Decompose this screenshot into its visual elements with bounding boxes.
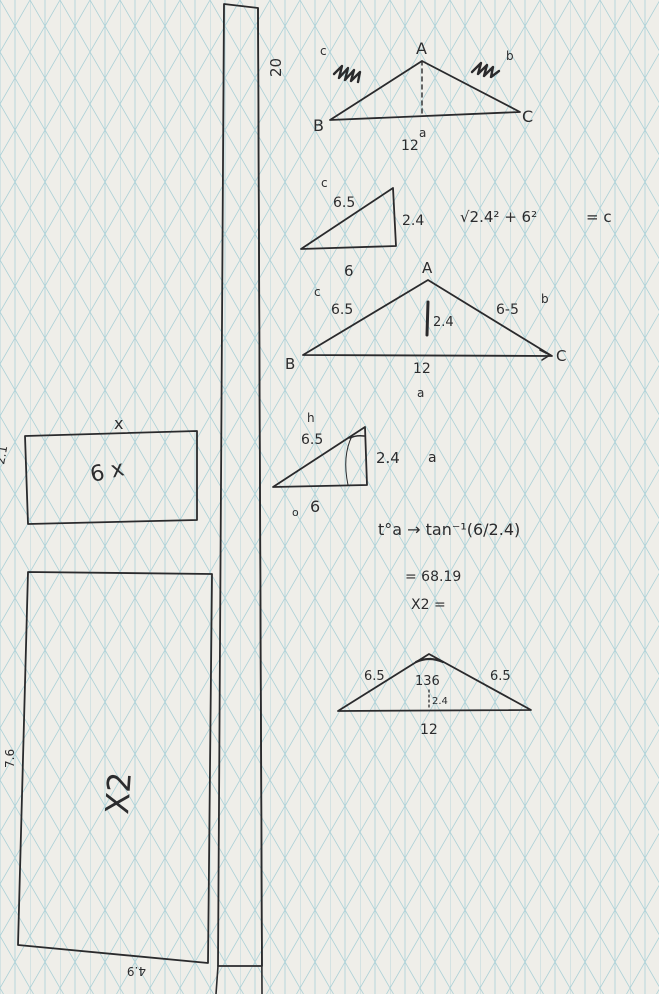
tri2-hyp-label: 6.5 bbox=[333, 195, 355, 211]
triangle-3: A B C c 6.5 2.4 6-5 b 12 a bbox=[285, 259, 566, 400]
tri5-angle-mark bbox=[414, 657, 445, 664]
triangle-4: h 6.5 2.4 a o 6 bbox=[272, 411, 437, 519]
tri3-height-label: 2.4 bbox=[433, 315, 454, 330]
tri5-right-label: 6.5 bbox=[490, 669, 511, 684]
tri4-height-side: a bbox=[428, 450, 437, 466]
tri2-base-label: 6 bbox=[344, 262, 354, 280]
tri4-base-side: o bbox=[292, 506, 299, 519]
tri1-vertex-b: B bbox=[313, 116, 324, 135]
tri3-side-b: b bbox=[541, 292, 549, 306]
rect-big-center-label: X2 bbox=[98, 771, 139, 816]
triangle-2: c 6.5 2.4 6 √2.4² + 6² = c bbox=[300, 176, 612, 280]
tri5-left-label: 6.5 bbox=[364, 669, 385, 684]
tri5-base-label: 12 bbox=[420, 722, 438, 738]
tri4-height-label: 2.4 bbox=[376, 449, 400, 467]
scribble-b bbox=[470, 61, 501, 79]
rect-big-net: 7.6 X2 4.9 bbox=[3, 571, 213, 978]
triangle-1: A B C c b 12 a bbox=[313, 39, 533, 154]
working-result: = 68.19 bbox=[405, 569, 461, 585]
tri3-vertex-a: A bbox=[422, 259, 433, 277]
tri3-side-c: c bbox=[314, 285, 321, 299]
tri2-equation-root: √2.4² + 6² bbox=[460, 208, 537, 226]
tri3-vertex-c: C bbox=[556, 347, 566, 365]
scribble-c bbox=[332, 64, 362, 84]
tri4-base-label: 6 bbox=[310, 497, 320, 516]
tri3-vertex-b: B bbox=[285, 355, 295, 373]
tri2-hyp-side: c bbox=[321, 176, 328, 190]
tri3-angle-mark bbox=[539, 349, 551, 361]
tri4-inner-arc bbox=[345, 435, 353, 486]
rect-big-left-label: 7.6 bbox=[3, 749, 17, 768]
tri3-base-label: 12 bbox=[413, 361, 431, 377]
strip-net: 20 bbox=[215, 3, 285, 994]
tri1-base-side: a bbox=[419, 126, 426, 140]
tri2-equation-result: = c bbox=[586, 208, 612, 226]
rect-top-left-label: 2.1 bbox=[0, 444, 10, 465]
tri1-vertex-a: A bbox=[416, 39, 427, 58]
tri4-hyp-label: 6.5 bbox=[301, 432, 323, 448]
strip-length-label: 20 bbox=[267, 58, 285, 77]
tri5-height-label: 2.4 bbox=[432, 696, 448, 707]
working-formula: t°a → tan⁻¹(6/2.4) bbox=[378, 520, 520, 539]
tri3-left-label: 6.5 bbox=[331, 302, 353, 318]
tri1-base-label: 12 bbox=[401, 138, 419, 154]
rect-big-bottom-label: 4.9 bbox=[127, 964, 146, 978]
tri2-height-label: 2.4 bbox=[402, 213, 424, 229]
tri3-right-label: 6-5 bbox=[496, 302, 519, 318]
rect-top-top-label: x bbox=[114, 414, 123, 433]
triangle-5: 6.5 136 6.5 2.4 12 bbox=[337, 653, 532, 738]
tri4-hyp-side: h bbox=[307, 411, 315, 425]
tri1-vertex-c: C bbox=[522, 107, 533, 126]
tri1-side-b: b bbox=[506, 49, 514, 63]
tri1-side-c: c bbox=[320, 44, 327, 58]
tri5-angle-label: 136 bbox=[415, 674, 440, 689]
working-double: X2 = bbox=[411, 597, 446, 613]
trig-working: t°a → tan⁻¹(6/2.4) = 68.19 X2 = bbox=[378, 520, 520, 613]
tri3-base-side: a bbox=[417, 386, 424, 400]
